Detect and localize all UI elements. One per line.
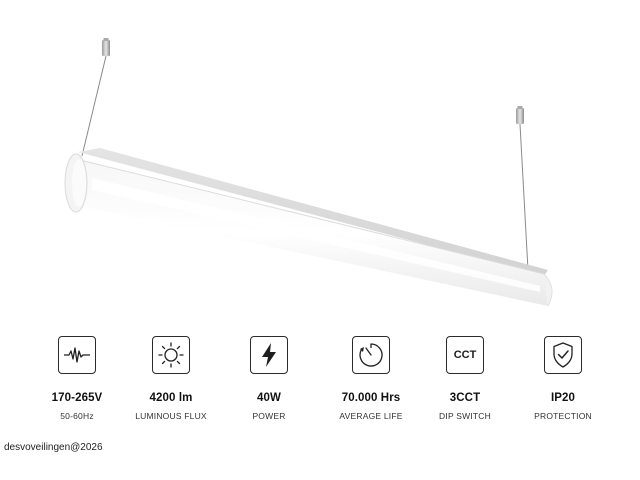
lightning-bolt-icon <box>250 336 288 374</box>
fixture-end-cap-right <box>543 273 553 307</box>
spec-value: 170-265V <box>51 392 103 404</box>
spec-value: 4200 lm <box>149 392 193 404</box>
fixture-top-channel <box>78 148 548 276</box>
spec-label: LUMINOUS FLUX <box>135 411 207 421</box>
spec-item-cct: CCT 3CCT DIP SWITCH <box>410 336 520 421</box>
spec-item-average-life: 70.000 Hrs AVERAGE LIFE <box>316 336 426 421</box>
spec-label: AVERAGE LIFE <box>339 411 403 421</box>
spec-value: 70.000 Hrs <box>341 392 401 404</box>
spec-item-luminous-flux: 4200 lm LUMINOUS FLUX <box>116 336 226 421</box>
led-linear-pendant-illustration <box>64 38 553 307</box>
product-image <box>64 38 553 307</box>
spec-item-power: 40W POWER <box>214 336 324 421</box>
spec-item-voltage: 170-265V 50-60Hz <box>22 336 132 421</box>
watermark-text: desvoveilingen@2026 <box>4 442 103 453</box>
spec-list: 170-265V 50-60Hz 4200 lm LUMINOUS FLUX <box>0 336 640 426</box>
spec-value: 40W <box>257 392 281 404</box>
ceiling-anchor-left <box>102 38 110 56</box>
spec-label: 50-60Hz <box>60 411 94 421</box>
cct-badge-text: CCT <box>453 349 477 361</box>
spec-label: POWER <box>252 411 286 421</box>
spec-item-protection: IP20 PROTECTION <box>508 336 618 421</box>
spec-value: 3CCT <box>449 392 481 404</box>
ceiling-anchor-right <box>516 106 524 124</box>
spec-value: IP20 <box>550 392 576 404</box>
sun-icon <box>152 336 190 374</box>
voltage-wave-icon <box>58 336 96 374</box>
spec-label: PROTECTION <box>534 411 592 421</box>
clock-gauge-icon <box>352 336 390 374</box>
shield-check-icon <box>544 336 582 374</box>
suspension-cable-right <box>519 123 529 271</box>
suspension-cable-left <box>81 55 107 157</box>
cct-badge-icon: CCT <box>446 336 484 374</box>
spec-label: DIP SWITCH <box>439 411 491 421</box>
